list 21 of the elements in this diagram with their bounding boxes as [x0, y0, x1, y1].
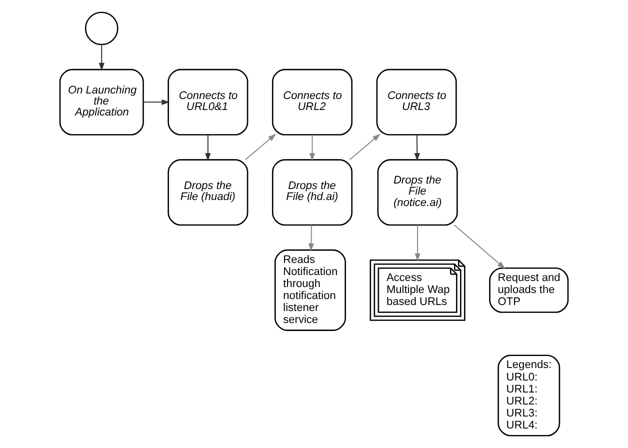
node-box: Drops the File (huadi): [168, 159, 248, 226]
node-box: Legends: URL0: URL1: URL2: URL3: URL4:: [498, 354, 560, 436]
node-box: Request and uploads the OTP: [489, 267, 569, 313]
node-box: Connects to URL2: [272, 68, 353, 136]
node-box: Drops the File (hd.ai): [272, 159, 353, 226]
arrow: [308, 225, 314, 252]
arrow: [205, 135, 211, 162]
arrow: [414, 135, 420, 162]
node-box: Connects to URL3: [376, 68, 457, 136]
node-circle: [84, 12, 118, 46]
node-box: Reads Notification through notification listener service: [274, 249, 346, 331]
arrow: [245, 134, 276, 160]
node-box: Connects to URL0&1: [168, 68, 248, 136]
arrow: [349, 134, 380, 160]
node-box: Drops the File (notice.ai): [377, 159, 458, 226]
arrow: [414, 225, 420, 262]
arrow: [309, 135, 316, 162]
arrow: [98, 44, 104, 71]
arrow: [454, 224, 506, 269]
node-box: On Launching the Application: [59, 68, 144, 136]
arrow: [144, 99, 170, 105]
